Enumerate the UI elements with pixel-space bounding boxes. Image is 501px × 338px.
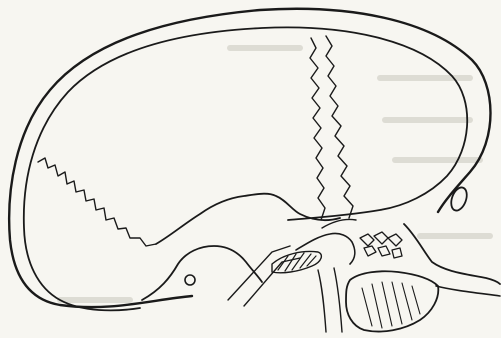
- foramen-opening: [185, 275, 195, 285]
- vomer-line-right: [334, 268, 342, 332]
- nasal-floor: [436, 286, 500, 296]
- coronal-suture-front: [310, 38, 325, 220]
- frontal-sinus: [448, 185, 469, 212]
- vomer-line-left: [318, 270, 326, 332]
- cranial-floor-ridge: [156, 194, 340, 244]
- ethmoid-air-cells: [360, 232, 402, 258]
- maxilla-hatching: [362, 282, 420, 328]
- coronal-suture-back: [326, 36, 353, 218]
- maxilla-outline: [346, 271, 438, 331]
- lambdoid-suture: [38, 158, 156, 246]
- inner-skull-contour: [24, 27, 467, 310]
- sphenoid-sinus-hatching: [278, 253, 316, 271]
- sphenoid-sinus-outline: [272, 252, 321, 273]
- sella-turcica: [296, 233, 355, 264]
- petrous-ridge: [142, 246, 262, 300]
